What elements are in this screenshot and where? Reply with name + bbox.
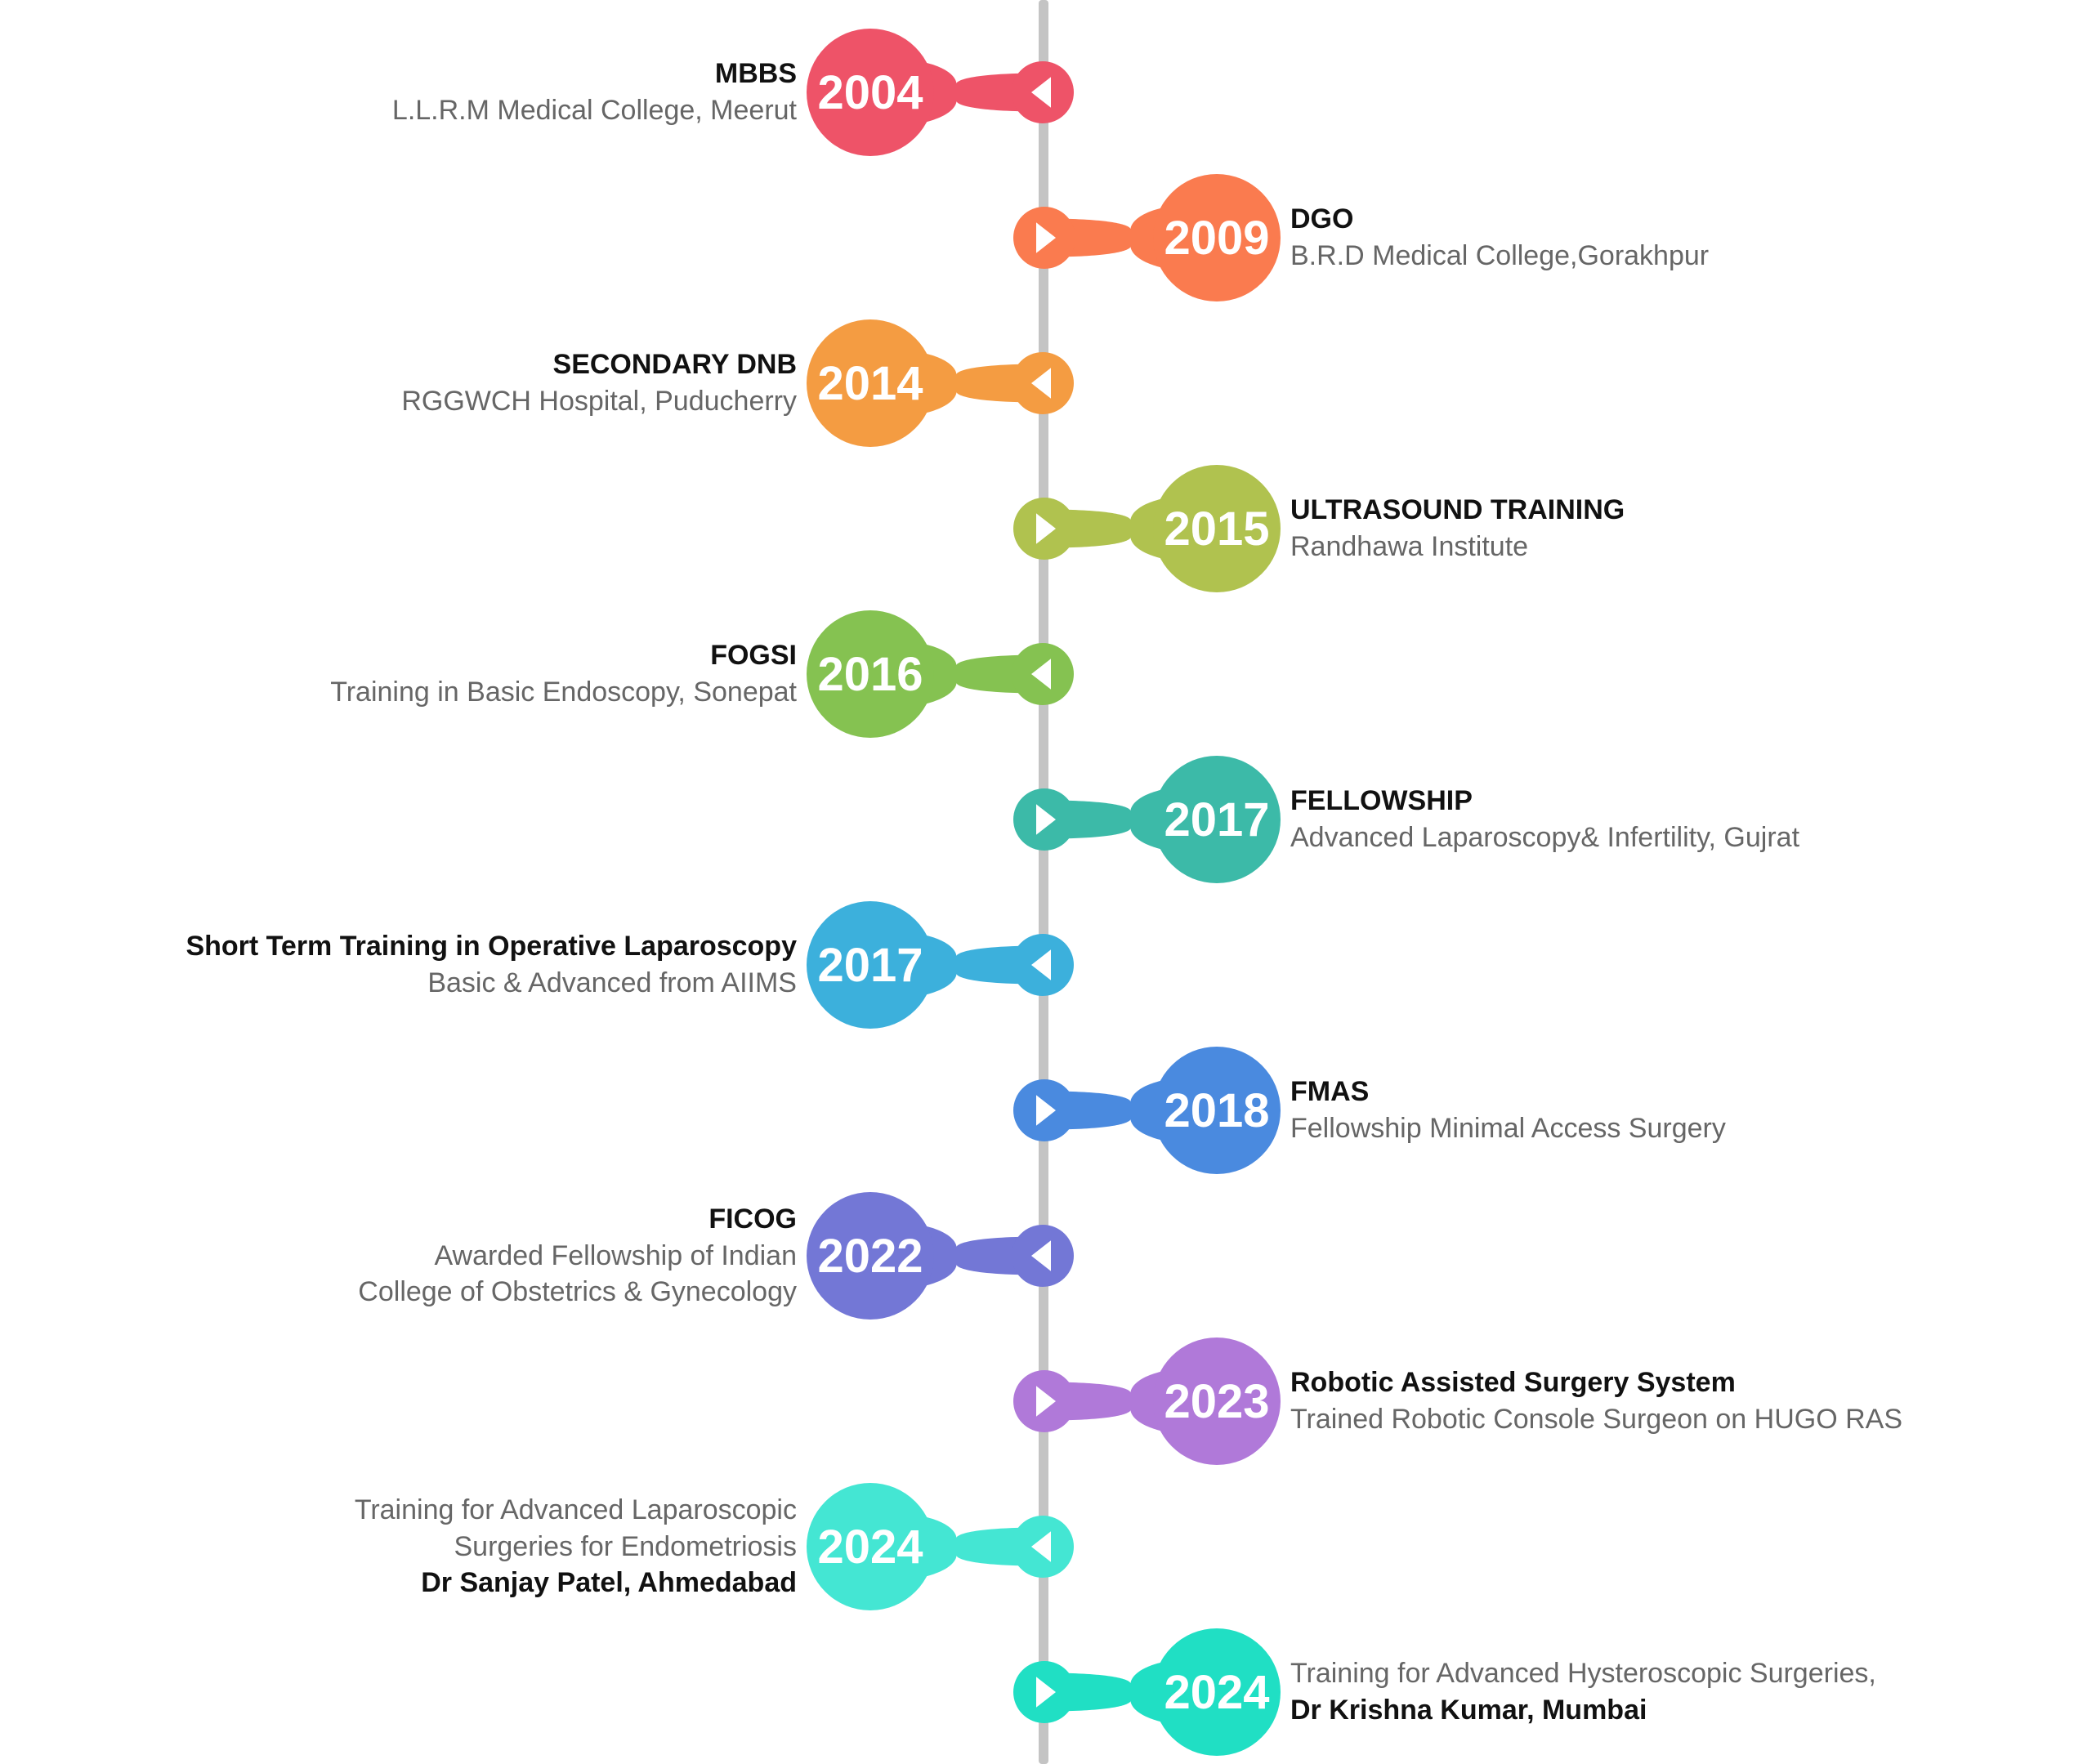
node-year-circle (1153, 1047, 1281, 1174)
timeline-node: 2018 (1013, 1047, 1281, 1174)
entry-title: FMAS (1290, 1076, 1370, 1108)
entry-title: MBBS (714, 58, 797, 90)
node-year-circle (807, 901, 934, 1029)
arrow-left-icon (1031, 77, 1051, 108)
arrow-right-icon (1036, 1386, 1056, 1417)
year-label: 2004 (817, 66, 923, 119)
node-year-circle (1153, 465, 1281, 592)
timeline-entry-text: Training for Advanced Hysteroscopic Surg… (1290, 1655, 2092, 1729)
entry-subtitle: Basic & Advanced from AIIMS (427, 967, 797, 998)
timeline-node: 2009 (1013, 174, 1281, 301)
node-year-circle (1153, 756, 1281, 883)
entry-highlight: Dr Sanjay Patel, Ahmedabad (421, 1567, 797, 1599)
entry-title: ULTRASOUND TRAINING (1290, 494, 1625, 526)
year-label: 2009 (1164, 212, 1269, 265)
entry-subtitle: Randhawa Institute (1290, 530, 1529, 562)
entry-subtitle: Awarded Fellowship of Indian (434, 1239, 797, 1271)
entry-subtitle: Training in Basic Endoscopy, Sonepat (330, 676, 797, 708)
timeline-entry-text: FMAS Fellowship Minimal Access Surgery (1290, 1074, 2092, 1147)
entry-title: DGO (1290, 203, 1354, 235)
year-label: 2023 (1164, 1375, 1269, 1428)
node-year-circle (807, 610, 934, 738)
entry-title: FICOG (709, 1203, 797, 1235)
arrow-right-icon (1036, 804, 1056, 835)
year-label: 2018 (1164, 1084, 1269, 1137)
timeline-node: 2017 (1013, 756, 1281, 883)
node-year-circle (807, 29, 934, 156)
entry-title: FOGSI (710, 640, 797, 672)
arrow-right-icon (1036, 1095, 1056, 1126)
entry-highlight: Dr Krishna Kumar, Mumbai (1290, 1694, 1647, 1726)
timeline-node: 2004 (807, 29, 1074, 156)
year-label: 2017 (1164, 793, 1269, 846)
node-year-circle (1153, 174, 1281, 301)
timeline-node: 2023 (1013, 1338, 1281, 1465)
timeline-node: 2024 (1013, 1628, 1281, 1756)
year-label: 2014 (817, 357, 923, 410)
timeline-entry-text: DGO B.R.D Medical College,Gorakhpur (1290, 201, 2092, 275)
entry-subtitle: L.L.R.M Medical College, Meerut (391, 94, 797, 126)
node-year-circle (1153, 1338, 1281, 1465)
entry-subtitle: Trained Robotic Console Surgeon on HUGO … (1290, 1403, 1902, 1435)
year-label: 2022 (817, 1230, 923, 1283)
node-year-circle (807, 319, 934, 447)
timeline-entry-text: FELLOWSHIP Advanced Laparoscopy& Infertil… (1290, 783, 2092, 856)
timeline-node: 2015 (1013, 465, 1281, 592)
timeline-entry-text: Short Term Training in Operative Laparos… (0, 928, 797, 1002)
entry-subtitle: Surgeries for Endometriosis (454, 1530, 797, 1562)
arrow-right-icon (1036, 513, 1056, 544)
entry-subtitle: Advanced Laparoscopy& Infertility, Gujra… (1290, 821, 1800, 853)
node-year-circle (807, 1483, 934, 1610)
entry-title: Robotic Assisted Surgery System (1290, 1367, 1736, 1399)
timeline-node: 2014 (807, 319, 1074, 447)
timeline-node: 2016 (807, 610, 1074, 738)
year-label: 2024 (817, 1521, 923, 1574)
entry-title: SECONDARY DNB (552, 349, 797, 381)
year-label: 2017 (817, 939, 923, 992)
node-year-circle (807, 1192, 934, 1320)
arrow-right-icon (1036, 1677, 1056, 1708)
arrow-left-icon (1031, 368, 1051, 399)
year-label: 2016 (817, 648, 923, 701)
arrow-left-icon (1031, 1240, 1051, 1271)
arrow-left-icon (1031, 949, 1051, 980)
arrow-left-icon (1031, 1531, 1051, 1562)
entry-subtitle: College of Obstetrics & Gynecology (358, 1276, 797, 1308)
arrow-right-icon (1036, 222, 1056, 253)
entry-subtitle: Training for Advanced Laparoscopic (354, 1494, 797, 1525)
year-label: 2015 (1164, 502, 1269, 556)
timeline-node: 2022 (807, 1192, 1074, 1320)
entry-subtitle: B.R.D Medical College,Gorakhpur (1290, 239, 1710, 271)
timeline-entry-text: ULTRASOUND TRAINING Randhawa Institute (1290, 492, 2092, 565)
entry-subtitle: Fellowship Minimal Access Surgery (1290, 1112, 1726, 1144)
year-label: 2024 (1164, 1666, 1269, 1719)
timeline-entry-text: MBBS L.L.R.M Medical College, Meerut (0, 56, 797, 129)
timeline-nodes: 2004 2009 2014 2015 2016 2017 2017 2018 2022 2023… (807, 29, 1281, 1756)
entry-subtitle: Training for Advanced Hysteroscopic Surg… (1290, 1658, 1876, 1690)
entry-title: Short Term Training in Operative Laparos… (186, 931, 797, 962)
timeline-node: 2017 (807, 901, 1074, 1029)
timeline-axis (1039, 0, 1048, 1764)
timeline-node: 2024 (807, 1483, 1074, 1610)
node-year-circle (1153, 1628, 1281, 1756)
arrow-left-icon (1031, 659, 1051, 690)
timeline-entry-text: SECONDARY DNB RGGWCH Hospital, Puducherry (0, 346, 797, 420)
entry-title: FELLOWSHIP (1290, 785, 1473, 817)
timeline-entry-text: FOGSI Training in Basic Endoscopy, Sonepa… (0, 637, 797, 711)
entry-subtitle: RGGWCH Hospital, Puducherry (401, 385, 797, 417)
